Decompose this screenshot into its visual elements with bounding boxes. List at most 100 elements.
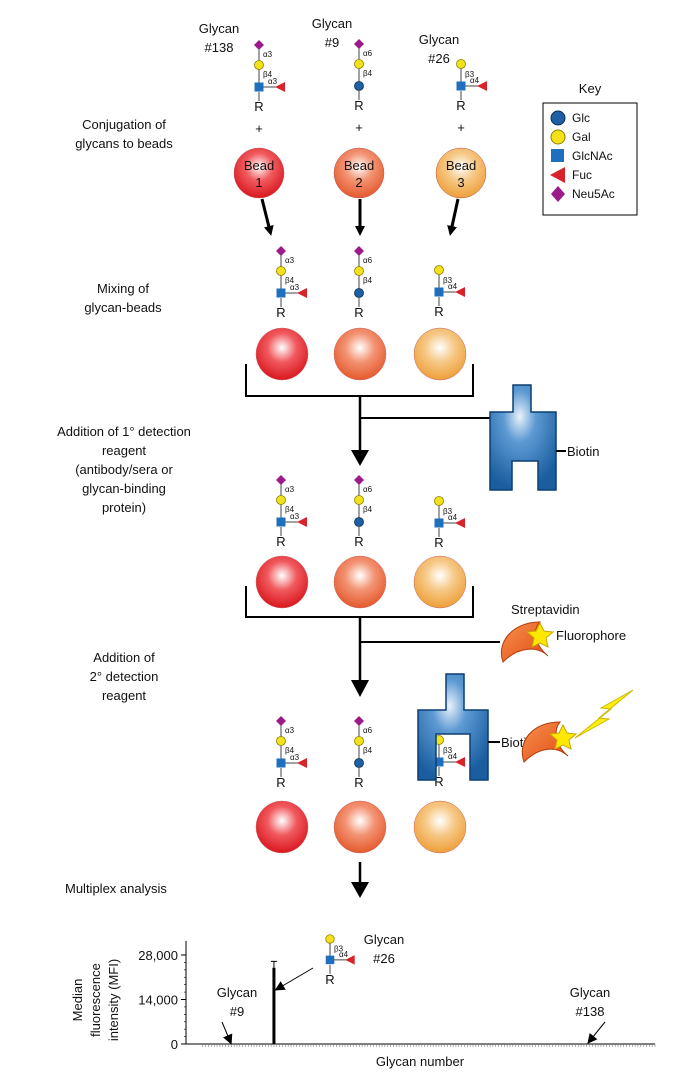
flow-arrow-3 <box>351 882 369 898</box>
key-item-fuc: Fuc <box>572 168 592 182</box>
chart-g26-fuc-icon <box>345 955 355 965</box>
bead-2-number: 2 <box>355 175 362 190</box>
chart-g26-link-a4: α4 <box>339 950 349 959</box>
row3-g9-r-label: R <box>354 534 363 549</box>
glycan-26-title-l2: #26 <box>428 51 450 66</box>
row4-g9-gal-icon <box>354 736 364 746</box>
step-conjugation-l1: Conjugation of <box>82 117 166 132</box>
annotation-arrow-26 <box>274 967 314 991</box>
row1-g26-link-a4: α4 <box>470 76 480 85</box>
glc-icon <box>550 110 566 126</box>
row2-g26-fuc-icon <box>455 287 465 297</box>
row3-g9-neu5ac-icon <box>354 475 364 485</box>
row2-g138-r-label: R <box>276 305 285 320</box>
row1-g138-neu5ac-icon <box>254 40 264 50</box>
step-conjugation-l2: glycans to beads <box>75 136 173 151</box>
row2-g138-link-1: α3 <box>285 256 295 265</box>
fluorophore-label: Fluorophore <box>556 628 626 643</box>
row1-g138-gal-icon <box>254 60 264 70</box>
y-axis-title-l3: intensity (MFI) <box>106 959 121 1041</box>
chart-g26-link-b3: β3 <box>334 944 344 953</box>
row3-g9-link-2: β4 <box>363 505 373 514</box>
step-primary-l2: reagent <box>102 443 146 458</box>
row2-g9-neu5ac-icon <box>354 246 364 256</box>
row3-g138-fuc-icon <box>297 517 307 527</box>
key-item-glcnac: GlcNAc <box>572 149 613 163</box>
row1-g138-r-label: R <box>254 99 263 114</box>
row1-g9-link-2: β4 <box>363 69 373 78</box>
annotation-glycan-26-l2: #26 <box>373 951 395 966</box>
row4-g138-gal-icon <box>276 736 286 746</box>
row2-g138-fuc-icon <box>297 288 307 298</box>
row3-g26-r-label: R <box>434 535 443 550</box>
row4-g9-glc-icon <box>354 758 364 768</box>
mixed-bead-2 <box>333 800 387 854</box>
fluorophore-star-icon <box>525 621 555 648</box>
mixed-bead-3 <box>413 800 467 854</box>
step-secondary-l2: 2° detection <box>90 669 159 684</box>
row3-g26-glcnac-icon <box>434 518 444 528</box>
row3-g138-link-1: α3 <box>285 485 295 494</box>
step-multiplex: Multiplex analysis <box>65 881 167 896</box>
row4-g9-neu5ac-icon <box>354 716 364 726</box>
chart-g26-glcnac-icon <box>325 955 335 965</box>
row4-g138-glcnac-icon <box>276 758 286 768</box>
annotation-glycan-138-l2: #138 <box>576 1004 605 1019</box>
row3-g138-link-2: β4 <box>285 505 295 514</box>
glycan-138-title-l2: #138 <box>205 40 234 55</box>
row4-g138-link-3: α3 <box>290 753 300 762</box>
y-axis-title-l1: Median <box>70 979 85 1022</box>
row4-g9-link-2: β4 <box>363 746 373 755</box>
step-primary-l3: (antibody/sera or <box>75 462 173 477</box>
row4-g9-link-1: α6 <box>363 726 373 735</box>
row4-g26-link-b3: β3 <box>443 746 453 755</box>
step-secondary-l3: reagent <box>102 688 146 703</box>
step-mixing-l2: glycan-beads <box>84 300 162 315</box>
row3-g9-gal-icon <box>354 495 364 505</box>
step-primary-l1: Addition of 1° detection <box>57 424 191 439</box>
row1-g26-fuc-icon <box>477 81 487 91</box>
step-secondary-l1: Addition of <box>93 650 155 665</box>
mixed-bead-1 <box>255 327 309 381</box>
row1-g26-gal-icon <box>456 59 466 69</box>
fluorophore-bound-star-icon <box>548 723 578 750</box>
row1-g138-link-2: β4 <box>263 70 273 79</box>
step-primary-l5: protein) <box>102 500 146 515</box>
bead-3 <box>435 147 487 199</box>
annotation-glycan-9-l1: Glycan <box>217 985 257 1000</box>
bead-3-label: Bead <box>446 158 476 173</box>
glycan-138-title-l1: Glycan <box>199 21 239 36</box>
mixed-bead-3 <box>413 555 467 609</box>
y-tick-label: 14,000 <box>138 993 178 1008</box>
arrow-bead1 <box>260 198 274 236</box>
row4-g138-link-1: α3 <box>285 726 295 735</box>
row1-g9-plus: + <box>355 120 363 135</box>
row3-g138-glcnac-icon <box>276 517 286 527</box>
row2-g26-glcnac-icon <box>434 287 444 297</box>
row4-g138-r-label: R <box>276 775 285 790</box>
row1-g26-link-b3: β3 <box>465 70 475 79</box>
antibody-bound-icon <box>417 673 489 781</box>
gal-icon <box>550 129 566 145</box>
row3-g138-r-label: R <box>276 534 285 549</box>
annotation-glycan-26-l1: Glycan <box>364 932 404 947</box>
row1-g26-plus: + <box>457 120 465 135</box>
row3-g26-link-a4: α4 <box>448 513 458 522</box>
row4-g138-fuc-icon <box>297 758 307 768</box>
row1-g26-glcnac-icon <box>456 81 466 91</box>
arrow-bead3 <box>447 198 460 236</box>
key-title: Key <box>579 81 602 96</box>
row3-g26-link-b3: β3 <box>443 507 453 516</box>
